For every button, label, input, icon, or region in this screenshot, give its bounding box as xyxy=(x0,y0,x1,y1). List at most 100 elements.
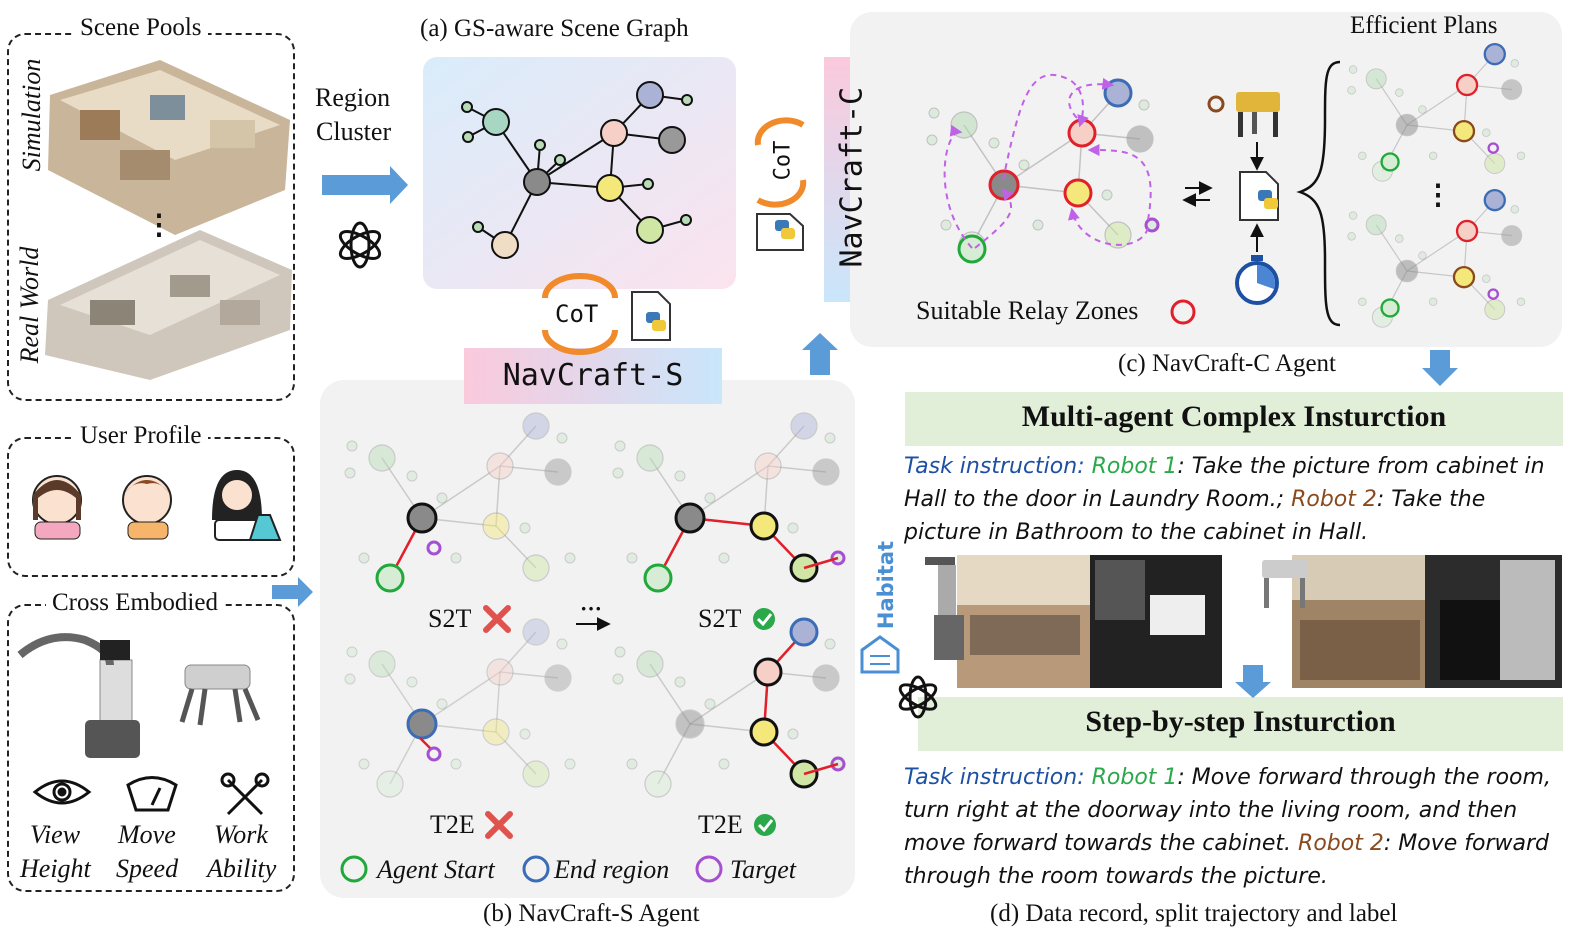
graph-node xyxy=(1484,153,1506,174)
legend-start-icon xyxy=(340,855,368,883)
graph-leaf-node xyxy=(718,758,730,770)
graph-leaf-node xyxy=(614,646,626,658)
graph-leaf-node xyxy=(1032,219,1044,231)
graph-node xyxy=(522,618,550,646)
target-node xyxy=(1487,142,1500,154)
legend-end-icon xyxy=(522,855,550,883)
graph-node xyxy=(812,664,840,692)
graph-leaf-node xyxy=(1395,234,1404,243)
target-node xyxy=(830,756,846,772)
navcraft-c-panel xyxy=(850,12,1562,347)
real-world-scene-image xyxy=(45,230,292,380)
graph-leaf-node xyxy=(1418,105,1427,114)
graph-node xyxy=(1395,113,1419,137)
graph-node xyxy=(1067,118,1097,148)
graph-node xyxy=(754,452,782,480)
graph-leaf-node xyxy=(358,552,370,564)
graph-node xyxy=(636,650,664,678)
graph-edge xyxy=(767,465,827,473)
cot-label-s: CoT xyxy=(555,300,599,328)
efficient-plan-graph-2 xyxy=(1347,188,1526,328)
graph-node xyxy=(790,412,818,440)
graph-node xyxy=(406,708,438,740)
cluster-label: Cluster xyxy=(316,117,392,146)
graph-node xyxy=(675,709,705,739)
graph-leaf-node xyxy=(346,646,358,658)
panel-d-caption: (d) Data record, split trajectory and la… xyxy=(990,900,1398,927)
graph-node xyxy=(643,563,673,593)
simulator-robot1-view xyxy=(957,555,1222,688)
target-node xyxy=(426,746,442,762)
scene-pools-title: Scene Pools xyxy=(74,14,208,42)
graph-leaf-node xyxy=(1347,86,1356,95)
graph-leaf-node xyxy=(436,698,448,710)
path-edge xyxy=(803,762,839,776)
graph-node xyxy=(1365,68,1387,90)
python-plan-doc-icon xyxy=(1239,171,1279,221)
graph-edge xyxy=(495,465,501,527)
graph-leaf-node xyxy=(718,552,730,564)
graph-leaf-node xyxy=(1101,189,1113,201)
graph-edge xyxy=(499,631,537,673)
legend-end-label: End region xyxy=(554,855,670,884)
avatar-boy-icon xyxy=(122,475,172,540)
habitat-label: Habitat xyxy=(874,540,898,630)
graph-leaf-node xyxy=(1358,297,1367,307)
graph-edge xyxy=(421,671,501,725)
graph-node xyxy=(636,444,664,472)
graph-node xyxy=(482,512,510,540)
s2t-ok-label: S2T xyxy=(698,604,742,633)
stopwatch-icon xyxy=(1235,255,1279,305)
t2e-ok-check-icon xyxy=(754,814,776,836)
graph-node xyxy=(1483,42,1506,66)
graph-edge xyxy=(495,731,537,775)
up-arrow xyxy=(802,333,838,375)
multi-title: Multi-agent Complex Insturction xyxy=(1021,400,1447,433)
robot2-label-1: Robot 2 xyxy=(1291,487,1377,512)
graph-node xyxy=(376,770,404,798)
graph-leaf-node xyxy=(626,552,638,564)
graph-leaf-node xyxy=(612,673,624,685)
graph-node xyxy=(812,458,840,486)
target-node xyxy=(1487,288,1500,300)
start-node xyxy=(1380,152,1400,172)
avatar-scientist-icon xyxy=(212,470,282,541)
start-node xyxy=(957,234,987,264)
region-label: Region xyxy=(315,83,391,112)
scene-graph-a xyxy=(461,81,693,259)
target-node xyxy=(426,540,442,556)
graph-leaf-node xyxy=(519,728,531,740)
robot1-label-2: Robot 1 xyxy=(1091,765,1178,790)
robot1-arm-icon xyxy=(925,557,964,660)
graph-node xyxy=(1452,119,1476,143)
panel-c-caption: (c) NavCraft-C Agent xyxy=(1118,350,1336,377)
robot2-label-2: Robot 2 xyxy=(1298,831,1384,856)
path-edge xyxy=(803,556,839,570)
graph-edge xyxy=(1003,132,1083,186)
graph-leaf-node xyxy=(612,467,624,479)
graph-node xyxy=(1501,79,1523,101)
arrow-dots: ··· xyxy=(580,596,603,621)
graph-node xyxy=(482,718,510,746)
graph-leaf-node xyxy=(928,107,940,119)
graph-node xyxy=(1455,219,1479,243)
graph-leaf-node xyxy=(1018,159,1030,171)
s2t-fail-cross-icon xyxy=(483,605,511,633)
graph-node xyxy=(644,770,672,798)
s2t-ok-check-icon xyxy=(753,608,775,630)
graph-leaf-node xyxy=(988,137,1000,149)
cot-loop-icon-s xyxy=(542,273,618,355)
graph-node xyxy=(1452,265,1476,289)
navcraft-s-graphs xyxy=(344,412,846,798)
graph-leaf-node xyxy=(1482,128,1491,137)
graph-leaf-node xyxy=(824,432,836,444)
graph-leaf-node xyxy=(519,522,531,534)
t2e-ok-label: T2E xyxy=(698,810,743,839)
graph-leaf-node xyxy=(1348,211,1358,220)
graph-leaf-node xyxy=(626,758,638,770)
graph-edge xyxy=(495,671,501,733)
graph-leaf-node xyxy=(436,492,448,504)
graph-leaf-node xyxy=(1138,99,1150,111)
graph-edge xyxy=(767,425,805,467)
